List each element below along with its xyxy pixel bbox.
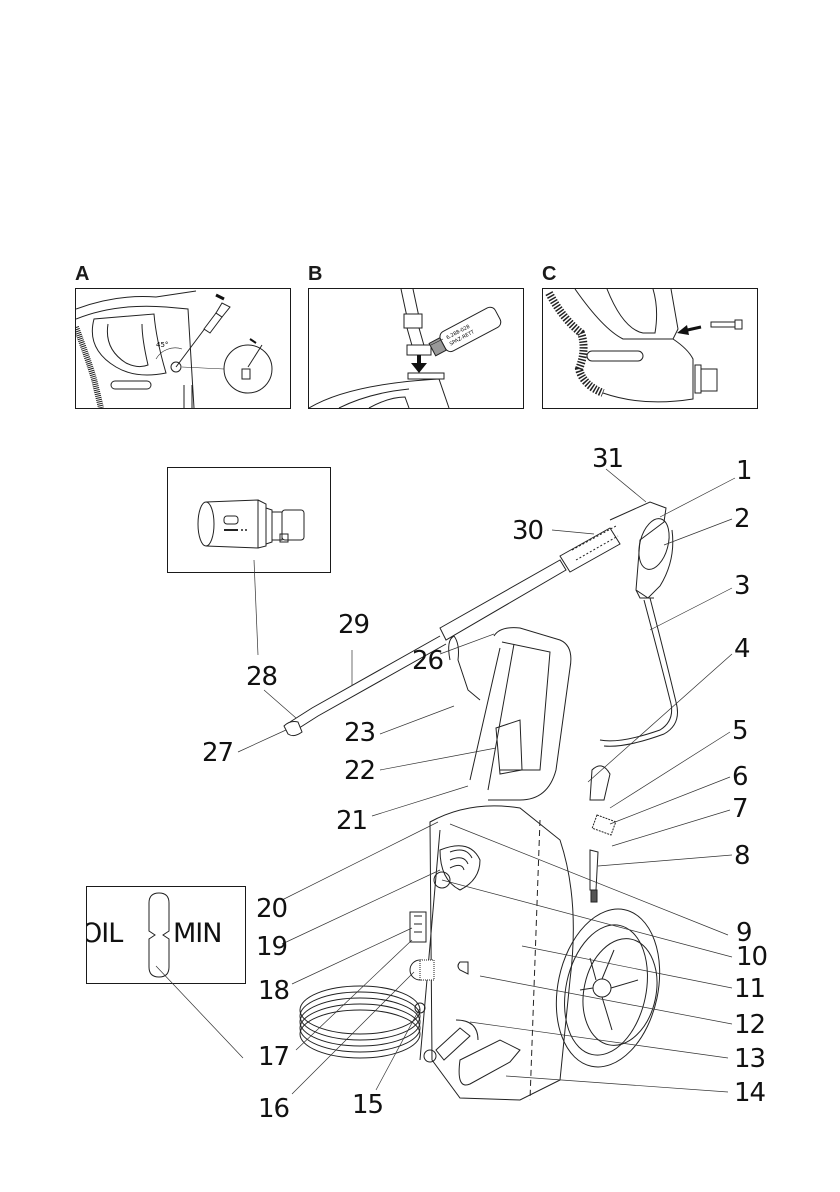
callout-11: 11	[734, 976, 765, 1002]
leader-28	[264, 690, 296, 718]
leader-3	[650, 588, 732, 630]
leader-6	[610, 777, 730, 824]
leader-15	[376, 1008, 420, 1090]
leader-7	[612, 810, 730, 846]
leader-17-oil	[156, 966, 243, 1058]
callout-1: 1	[736, 458, 752, 484]
callout-6: 6	[732, 764, 748, 790]
callout-31: 31	[592, 446, 623, 472]
leader-5	[610, 732, 730, 808]
leader-2	[664, 519, 732, 545]
callout-19: 19	[256, 934, 287, 960]
callout-12: 12	[734, 1012, 765, 1038]
callout-7: 7	[732, 796, 748, 822]
callout-4: 4	[734, 636, 750, 662]
callout-17: 17	[258, 1044, 289, 1070]
callout-29: 29	[338, 612, 369, 638]
leader-23	[380, 706, 454, 734]
leader-22	[380, 748, 496, 770]
callout-8: 8	[734, 843, 750, 869]
callout-30: 30	[512, 518, 543, 544]
callout-28: 28	[246, 664, 277, 690]
callout-10: 10	[736, 944, 767, 970]
callout-16: 16	[258, 1096, 289, 1122]
callout-14: 14	[734, 1080, 765, 1106]
callout-5: 5	[732, 718, 748, 744]
callout-23: 23	[344, 720, 375, 746]
leader-16	[292, 972, 414, 1094]
callout-3: 3	[734, 573, 750, 599]
leader-4	[588, 654, 732, 782]
leader-1	[660, 478, 735, 517]
callout-2: 2	[734, 506, 750, 532]
callout-15: 15	[352, 1092, 383, 1118]
callout-20: 20	[256, 896, 287, 922]
leader-30	[552, 530, 594, 534]
leader-18	[292, 928, 412, 984]
callout-27: 27	[202, 740, 233, 766]
callout-21: 21	[336, 808, 367, 834]
callout-13: 13	[734, 1046, 765, 1072]
leader-27	[238, 730, 286, 752]
leader-8	[598, 855, 732, 866]
callout-22: 22	[344, 758, 375, 784]
leader-28-inset	[254, 560, 258, 655]
callout-18: 18	[258, 978, 289, 1004]
callout-26: 26	[412, 648, 443, 674]
